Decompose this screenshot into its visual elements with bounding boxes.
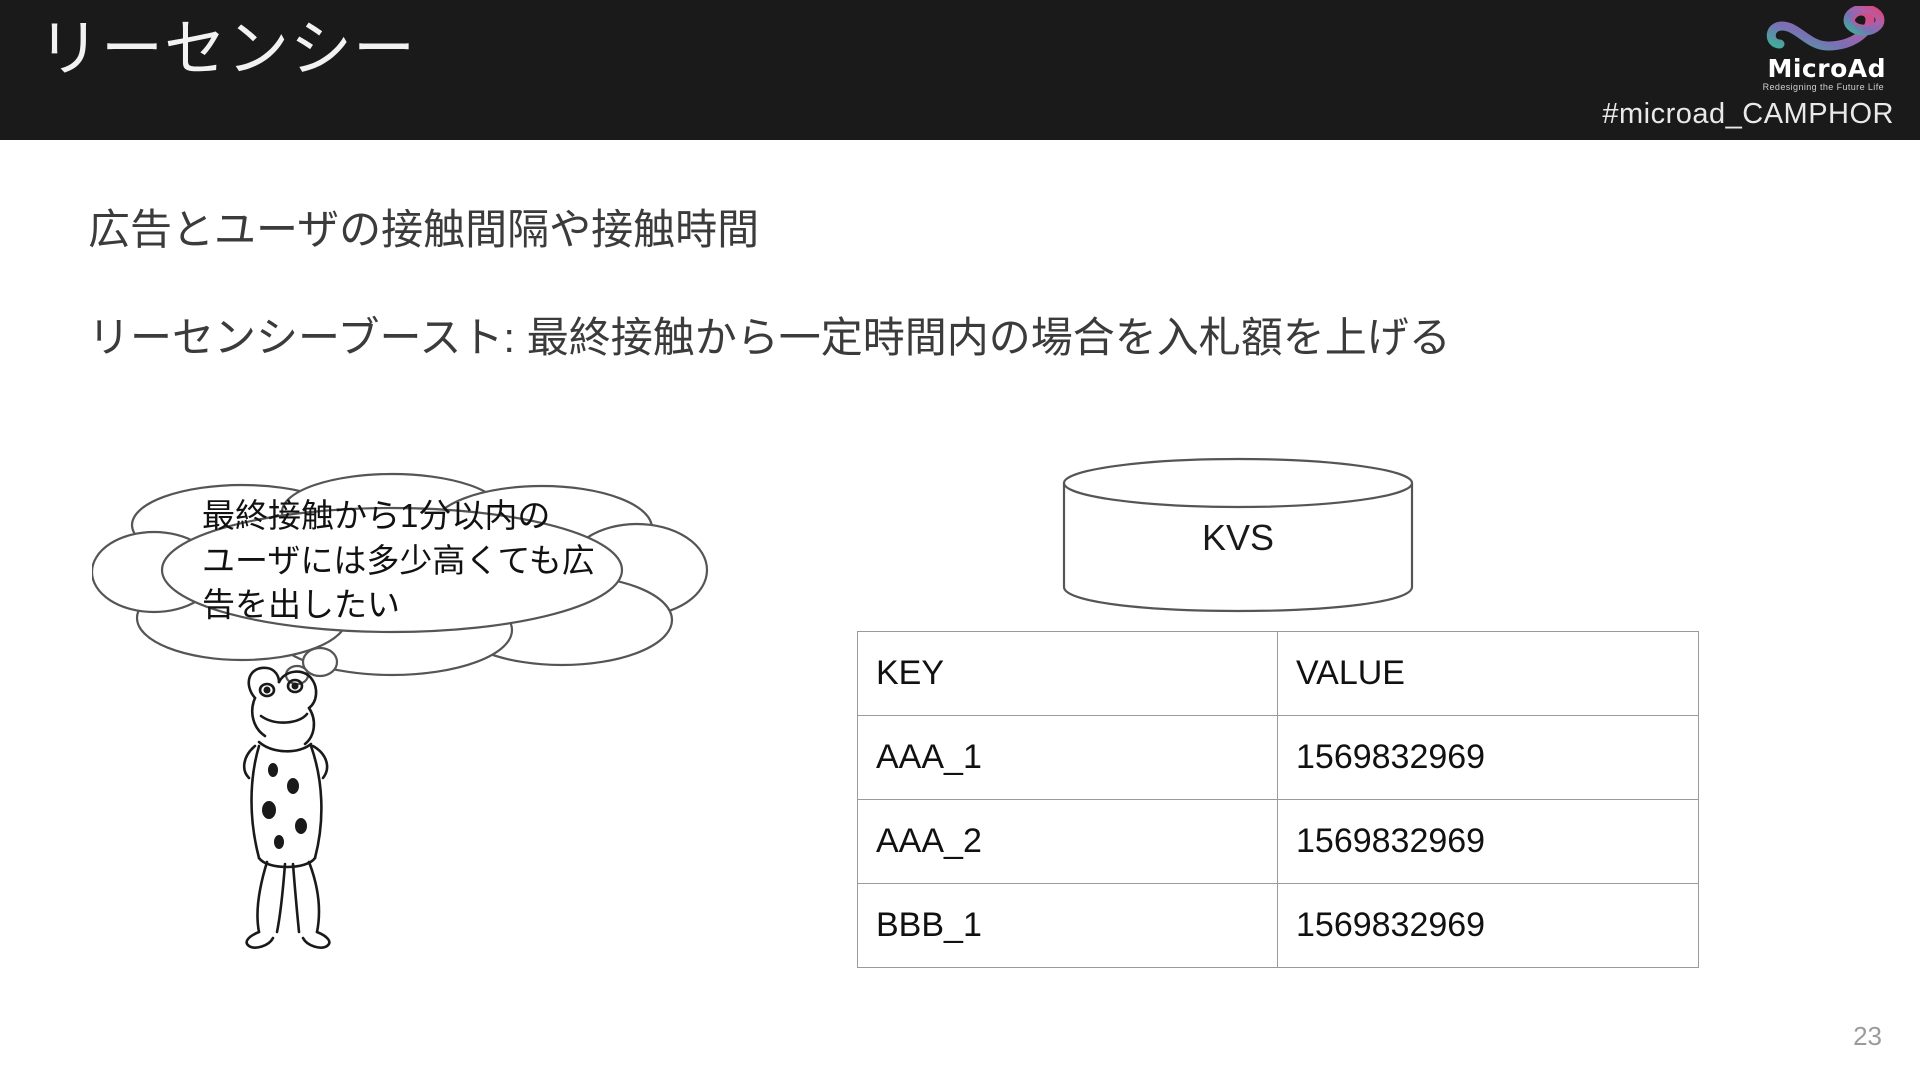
column-header-key: KEY <box>857 631 1278 716</box>
kv-table: KEY VALUE AAA_1 1569832969 AAA_2 1569832… <box>857 631 1699 968</box>
cell-value: 1569832969 <box>1277 799 1699 884</box>
brand-tagline: Redesigning the Future Life <box>1762 82 1884 92</box>
cell-key: AAA_1 <box>857 715 1278 800</box>
column-header-value: VALUE <box>1277 631 1699 716</box>
table-row: AAA_1 1569832969 <box>857 715 1699 800</box>
thought-bubble-text: 最終接触から1分以内の ユーザには多少高くても広 告を出したい <box>202 497 595 624</box>
table-header-row: KEY VALUE <box>857 631 1699 716</box>
kvs-datastore: KVS <box>1058 455 1418 615</box>
cell-value: 1569832969 <box>1277 883 1699 968</box>
thought-bubble: 最終接触から1分以内の ユーザには多少高くても広 告を出したい <box>92 470 712 690</box>
body-text-line-1: 広告とユーザの接触間隔や接触時間 <box>88 206 760 253</box>
cell-value: 1569832969 <box>1277 715 1699 800</box>
cell-key: AAA_2 <box>857 799 1278 884</box>
page-number: 23 <box>1853 1021 1882 1051</box>
page-title: リーセンシー <box>38 15 417 84</box>
cell-key: BBB_1 <box>857 883 1278 968</box>
brand-name: MicroAd <box>1767 54 1886 83</box>
microad-infinity-icon <box>1766 6 1885 51</box>
database-cylinder-icon <box>1062 457 1414 613</box>
table-row: AAA_2 1569832969 <box>857 799 1699 884</box>
thought-bubble-shape-icon <box>92 472 709 686</box>
slide-header: リーセンシー MicroAd Redesigning the Future Li… <box>0 0 1920 140</box>
microad-logo: MicroAd Redesigning the Future Life <box>1662 6 1892 102</box>
body-text-line-2: リーセンシーブースト: 最終接触から一定時間内の場合を入札額を上げる <box>88 314 1451 361</box>
event-hashtag: #microad_CAMPHOR <box>1602 98 1894 130</box>
frog-mascot-icon <box>242 666 331 949</box>
kvs-label: KVS <box>1201 517 1275 558</box>
table-row: BBB_1 1569832969 <box>857 883 1699 968</box>
